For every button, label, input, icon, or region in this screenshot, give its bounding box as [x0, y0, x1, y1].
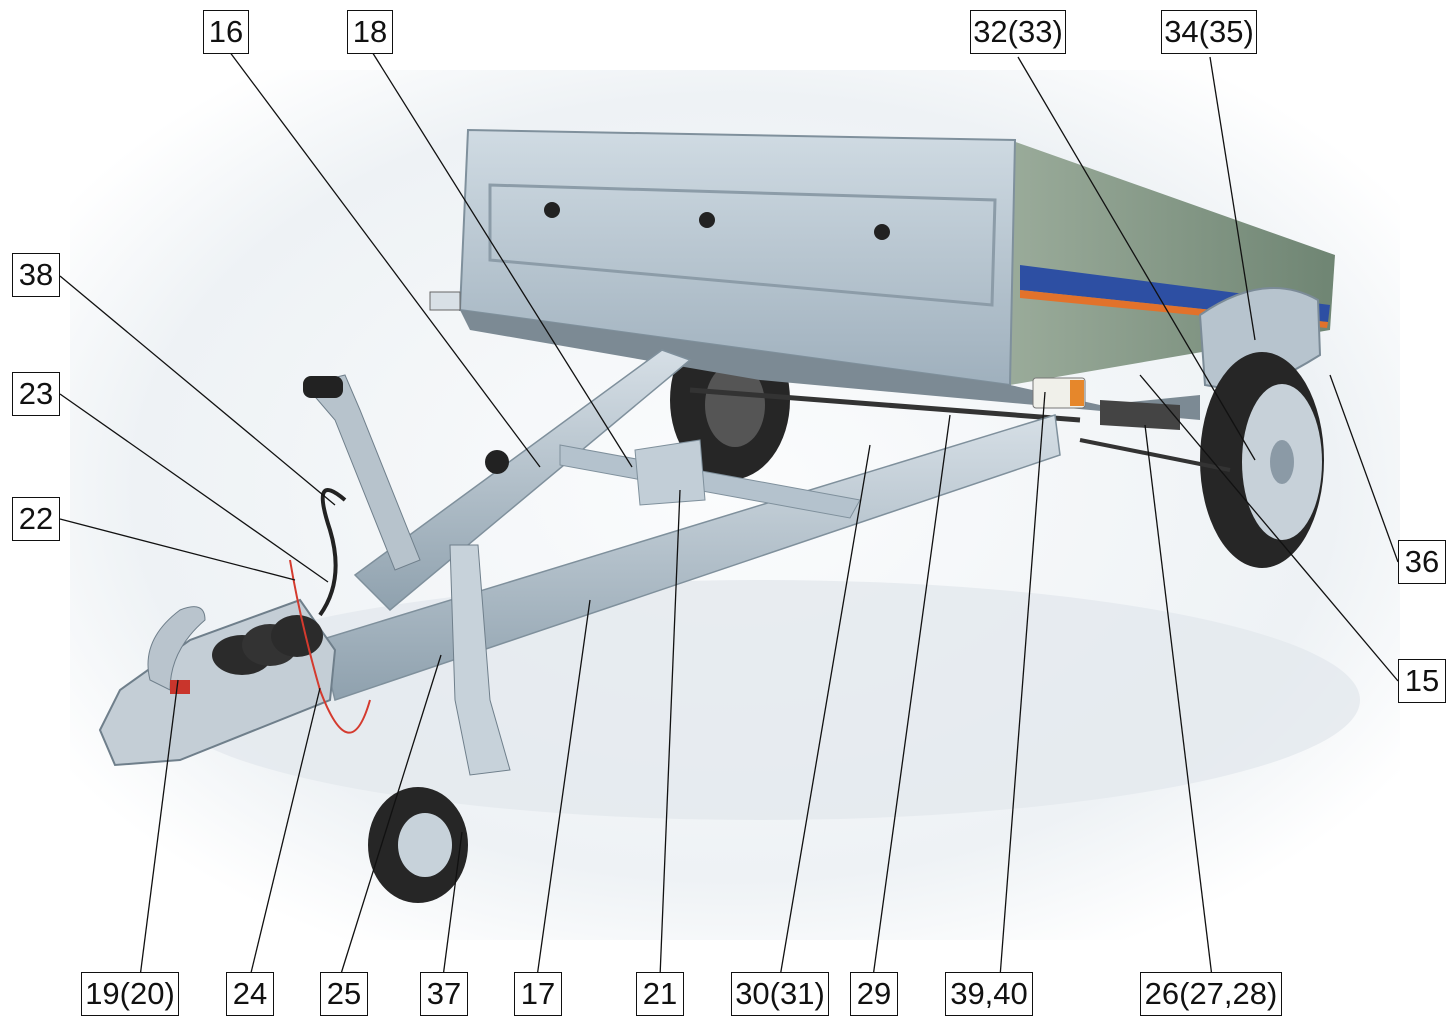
hand-brake-lever — [304, 374, 421, 571]
breakaway-cable — [318, 488, 347, 617]
leader-line-18 — [368, 46, 633, 468]
crank-knob — [485, 450, 509, 474]
leader-line-32 — [1017, 56, 1256, 461]
leader-line-19 — [139, 679, 179, 978]
panel-bolt — [874, 224, 890, 240]
callout-36: 36 — [1398, 540, 1446, 584]
leader-line-25 — [339, 654, 442, 978]
drawbar-left — [353, 349, 692, 612]
brake-cable — [1079, 438, 1231, 472]
coupling-handle — [147, 606, 206, 691]
callout-34-35: 34(35) — [1161, 10, 1257, 54]
coupling-indicator — [170, 680, 190, 694]
axle-cable — [689, 387, 1081, 423]
callout-23: 23 — [12, 372, 60, 416]
callout-18: 18 — [347, 10, 393, 54]
bellows — [271, 615, 323, 657]
callout-29: 29 — [850, 972, 898, 1016]
callout-32-33: 32(33) — [970, 10, 1066, 54]
leader-line-26 — [1144, 424, 1213, 978]
callout-15: 15 — [1398, 659, 1446, 703]
far-wheel-hub — [705, 363, 765, 447]
jockey-wheel-rim — [398, 813, 452, 877]
cross-member — [559, 444, 861, 519]
leader-line-21 — [659, 489, 681, 978]
axle-bracket — [1100, 400, 1180, 430]
callout-21: 21 — [636, 972, 684, 1016]
callout-30-31: 30(31) — [731, 972, 829, 1016]
callout-38: 38 — [12, 253, 60, 297]
leader-line-16 — [225, 46, 541, 468]
leader-line-23 — [59, 393, 329, 583]
bed-underside — [460, 310, 1200, 420]
leader-line-22 — [59, 518, 296, 581]
leader-line-34 — [1209, 56, 1256, 341]
leader-line-29 — [872, 414, 951, 978]
leader-line-37 — [442, 831, 463, 978]
panel-bolt — [544, 202, 560, 218]
leader-line-24 — [249, 687, 321, 978]
leader-line-30 — [779, 444, 871, 978]
leader-line-36 — [1329, 374, 1399, 563]
callout-22: 22 — [12, 497, 60, 541]
marker-light-amber — [1070, 380, 1084, 406]
leader-line-17 — [536, 599, 591, 978]
leader-line-39 — [999, 391, 1046, 978]
callout-25: 25 — [320, 972, 368, 1016]
leader-line-15 — [1139, 374, 1399, 682]
leader-line-38 — [59, 275, 336, 506]
lever-grip — [303, 376, 343, 398]
callout-26-27-28: 26(27,28) — [1140, 972, 1282, 1016]
callout-16: 16 — [203, 10, 249, 54]
callout-37: 37 — [420, 972, 468, 1016]
callout-17: 17 — [514, 972, 562, 1016]
callout-19-20: 19(20) — [81, 972, 179, 1016]
panel-bolt — [699, 212, 715, 228]
front-panel-rib — [488, 183, 997, 307]
tilt-lock — [634, 439, 706, 506]
main-wheel-hub — [1270, 440, 1294, 484]
callout-39-40: 39,40 — [945, 972, 1033, 1016]
corner-hook — [429, 291, 461, 311]
callout-24: 24 — [226, 972, 274, 1016]
jockey-wheel-post — [449, 544, 511, 776]
